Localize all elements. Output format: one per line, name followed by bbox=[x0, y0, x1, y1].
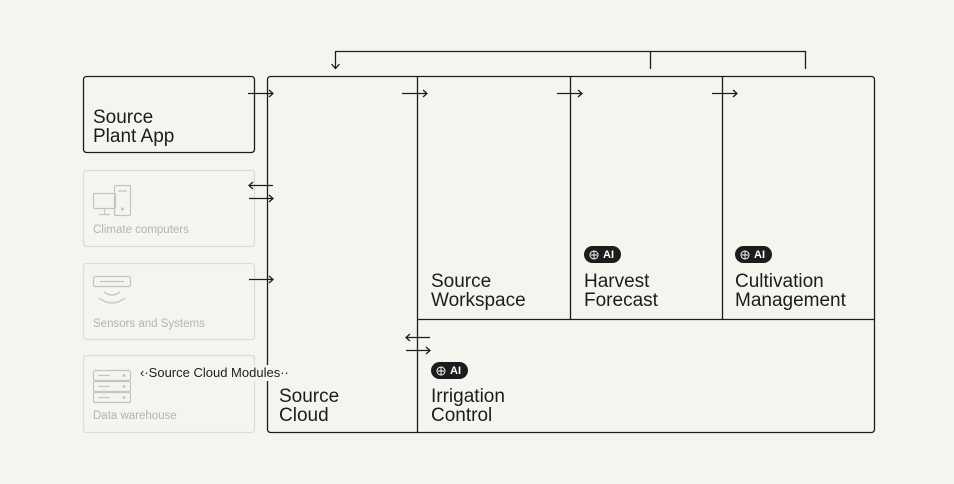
sensor-icon bbox=[92, 275, 132, 304]
harvest-line1: Harvest bbox=[584, 271, 650, 292]
ai-badge-text: AI bbox=[450, 364, 461, 377]
arrow-right-3 bbox=[557, 89, 583, 98]
workspace-line1: Source bbox=[431, 271, 492, 292]
source-cloud-modules-label: ‹·Source Cloud Modules·· bbox=[140, 365, 289, 381]
data-warehouse-box bbox=[82, 354, 256, 434]
cultivation-line1: Cultivation bbox=[735, 271, 824, 292]
ai-sparkle-icon bbox=[436, 366, 446, 375]
arrow-right-1 bbox=[248, 89, 274, 98]
arrow-right-4 bbox=[712, 89, 738, 98]
ai-sparkle-icon bbox=[589, 250, 599, 259]
cultivation-management-title: Cultivation Management bbox=[735, 272, 846, 310]
ai-badge-cultivation: AI bbox=[735, 246, 772, 263]
modules-label-text: Source Cloud Modules bbox=[148, 365, 281, 380]
ai-badge-text: AI bbox=[754, 248, 765, 261]
arrow-right-2 bbox=[402, 89, 428, 98]
data-warehouse-label: Data warehouse bbox=[93, 410, 177, 422]
arrow-right-sensors bbox=[249, 275, 274, 284]
source-cloud-title: Source Cloud bbox=[279, 387, 339, 425]
ai-badge-text: AI bbox=[603, 248, 614, 261]
feedback-bracket bbox=[334, 50, 807, 69]
plant-app-box bbox=[82, 75, 256, 154]
climate-computers-box bbox=[82, 169, 256, 248]
climate-computers-label: Climate computers bbox=[93, 224, 189, 236]
computer-icon bbox=[92, 184, 132, 217]
modules-dots-icon: ·· bbox=[280, 365, 289, 380]
irrigation-line2: Control bbox=[431, 405, 493, 426]
source-cloud-line1: Source bbox=[279, 386, 340, 407]
ai-sparkle-icon bbox=[740, 250, 750, 259]
modules-arrow-icon: ‹· bbox=[140, 365, 149, 380]
plant-app-line1: Source bbox=[93, 107, 154, 128]
arrow-bidirectional-irrigation bbox=[405, 333, 431, 355]
plant-app-line2: Plant App bbox=[93, 126, 175, 147]
feedback-arrowhead bbox=[331, 63, 340, 70]
arrow-bidirectional-climate bbox=[248, 181, 274, 203]
sensors-systems-box bbox=[82, 262, 256, 341]
sensors-systems-label: Sensors and Systems bbox=[93, 318, 205, 330]
workspace-line2: Workspace bbox=[431, 290, 526, 311]
plant-app-title: Source Plant App bbox=[93, 108, 174, 146]
ai-badge-harvest: AI bbox=[584, 246, 621, 263]
source-workspace-title: Source Workspace bbox=[431, 272, 526, 310]
server-rack-icon bbox=[92, 369, 132, 404]
irrigation-line1: Irrigation bbox=[431, 386, 505, 407]
harvest-line2: Forecast bbox=[584, 290, 658, 311]
irrigation-control-title: Irrigation Control bbox=[431, 387, 505, 425]
ai-badge-irrigation: AI bbox=[431, 362, 468, 379]
harvest-forecast-title: Harvest Forecast bbox=[584, 272, 658, 310]
cultivation-line2: Management bbox=[735, 290, 846, 311]
source-cloud-line2: Cloud bbox=[279, 405, 329, 426]
